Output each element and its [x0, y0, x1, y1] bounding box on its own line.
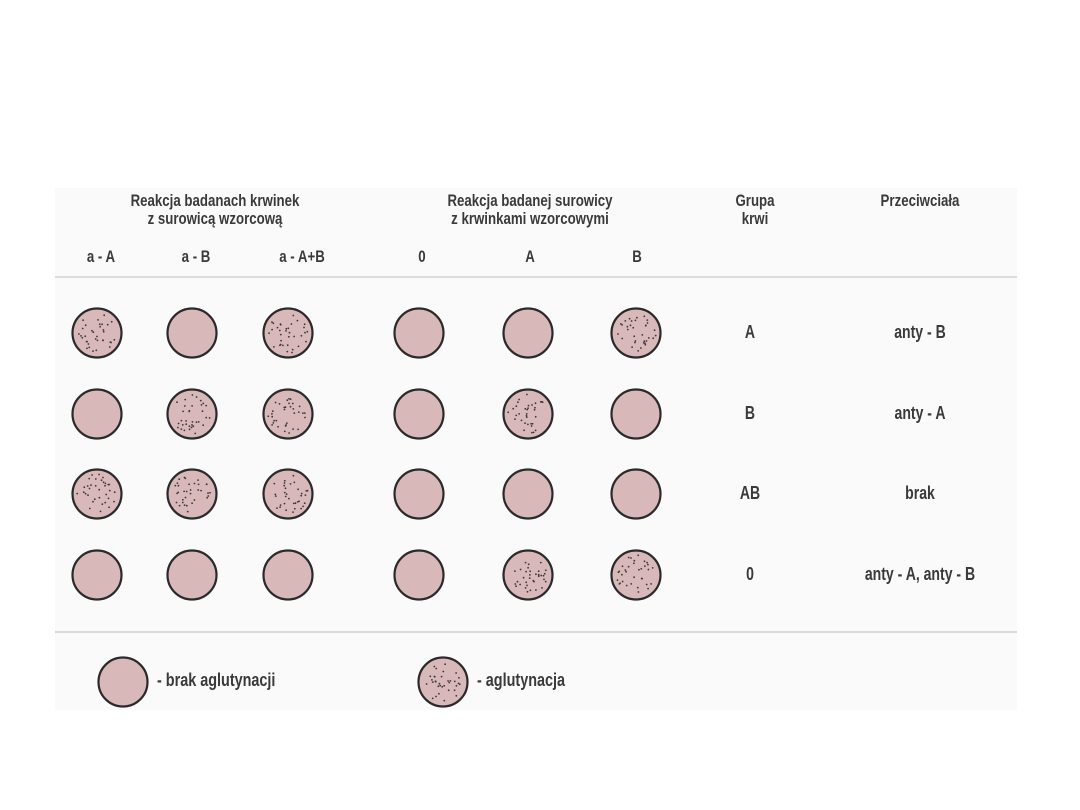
legend-no-agglutination-label: - brak aglutynacji [157, 670, 276, 690]
agglutination-circle [610, 307, 662, 359]
legend-divider [55, 631, 1017, 633]
agglutination-circle [262, 468, 314, 520]
agglutination-circle [166, 468, 218, 520]
agglutination-circle [502, 549, 554, 601]
header-divider [55, 276, 1017, 278]
header-group-title: Grupa krwi [735, 191, 775, 228]
no-agglutination-circle [610, 388, 662, 440]
legend-agglutination-label: - aglutynacja [477, 670, 566, 690]
header-antibody-title: Przeciwciała [880, 191, 960, 210]
legend-no-agglutination-circle [97, 656, 149, 708]
column-label-B: B [632, 247, 642, 266]
header-cells-title: Reakcja badanach krwinek z surowicą wzor… [130, 191, 300, 228]
agglutination-circle [502, 388, 554, 440]
antibody-label: anty - B [894, 322, 946, 342]
no-agglutination-circle [71, 549, 123, 601]
blood-group-label: 0 [746, 564, 754, 584]
column-label-a-B: a - B [181, 247, 211, 266]
no-agglutination-circle [610, 468, 662, 520]
agglutination-circle [166, 388, 218, 440]
agglutination-circle [262, 388, 314, 440]
column-label-0: 0 [418, 247, 426, 266]
no-agglutination-circle [502, 307, 554, 359]
column-label-a-AB: a - A+B [279, 247, 325, 266]
no-agglutination-circle [262, 549, 314, 601]
antibody-label: anty - A, anty - B [864, 564, 976, 584]
column-label-a-A: a - A [86, 247, 116, 266]
blood-group-label: A [744, 322, 756, 342]
no-agglutination-circle [393, 468, 445, 520]
no-agglutination-circle [393, 549, 445, 601]
blood-group-label: B [744, 403, 756, 423]
no-agglutination-circle [166, 549, 218, 601]
antibody-label: anty - A [894, 403, 946, 423]
legend-agglutination-circle [417, 656, 469, 708]
antibody-label: brak [905, 483, 935, 503]
agglutination-circle [262, 307, 314, 359]
diagram-panel [55, 188, 1017, 710]
no-agglutination-circle [502, 468, 554, 520]
column-label-A: A [525, 247, 535, 266]
agglutination-circle [71, 307, 123, 359]
agglutination-circle [610, 549, 662, 601]
agglutination-circle [71, 468, 123, 520]
no-agglutination-circle [393, 307, 445, 359]
no-agglutination-circle [71, 388, 123, 440]
no-agglutination-circle [393, 388, 445, 440]
no-agglutination-circle [166, 307, 218, 359]
header-serum-title: Reakcja badanej surowicy z krwinkami wzo… [447, 191, 613, 228]
blood-group-label: AB [739, 483, 761, 503]
